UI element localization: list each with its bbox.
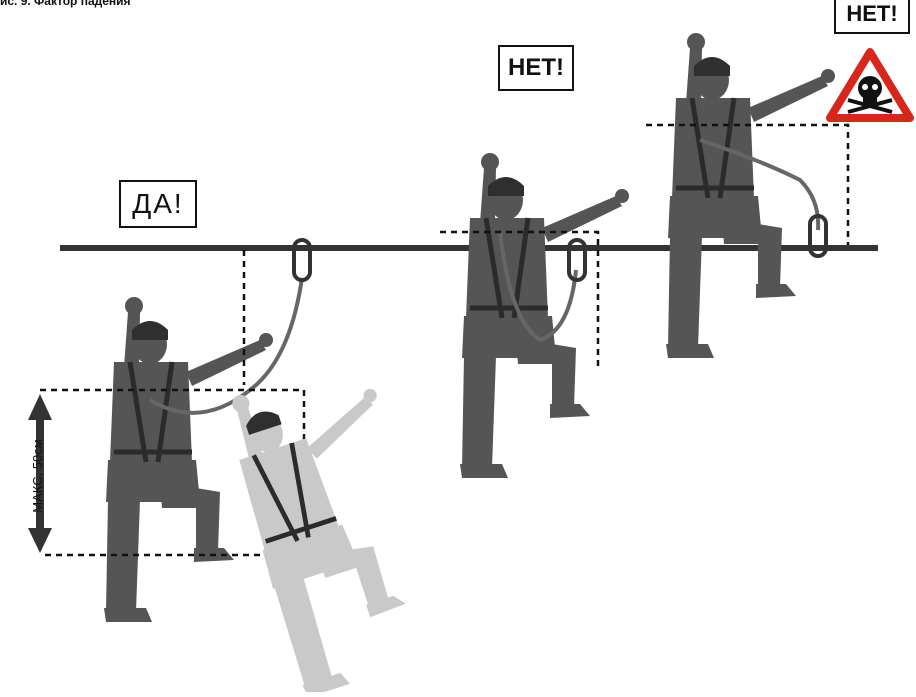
skull-warning-icon [826, 48, 914, 122]
max-fall-label: МАКС. 50см [30, 439, 45, 513]
waist-guides [440, 230, 600, 370]
lanyard-waist [498, 231, 578, 343]
sign-yes: ДА! [119, 180, 197, 228]
carabiner-icon [292, 238, 312, 282]
low-anchor-guides [646, 123, 850, 245]
carabiner-icon [567, 238, 587, 282]
sign-no-middle: НЕТ! [498, 45, 574, 91]
max-fall-arrow [28, 394, 52, 553]
sign-no-right: НЕТ! [834, 0, 910, 34]
carabiner-icon [808, 214, 828, 258]
worker-waist-anchor [460, 153, 629, 478]
falling-worker [211, 355, 459, 692]
lanyard-low [699, 138, 821, 231]
figure-caption: ис. 9. Фактор падения [0, 0, 131, 8]
